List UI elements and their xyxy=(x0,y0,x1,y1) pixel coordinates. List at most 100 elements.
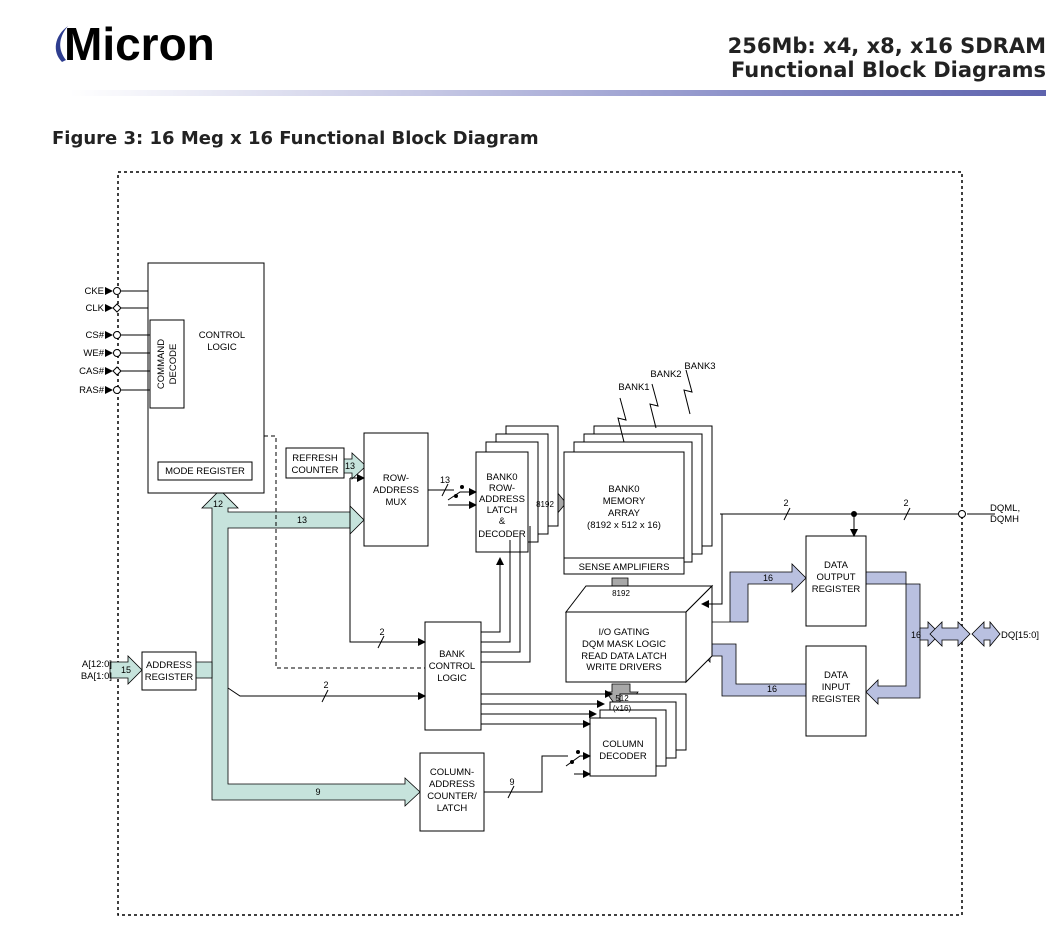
bus-width-in: 16 xyxy=(767,684,777,694)
figure-title: Figure 3: 16 Meg x 16 Functional Block D… xyxy=(52,128,539,149)
dqmh-pin-label: DQMH xyxy=(990,514,1019,525)
row-mux-label-2: ADDRESS xyxy=(373,485,419,496)
column-decoder-label-1: COLUMN xyxy=(602,739,643,750)
bus-width-dq: 16 xyxy=(911,630,921,640)
refresh-counter-label-1: REFRESH xyxy=(292,453,338,464)
memory-array-label-1: BANK0 xyxy=(608,484,639,495)
bus-width-dqm-a: 2 xyxy=(783,498,788,508)
io-gating-label-1: I/O GATING xyxy=(598,627,649,638)
memory-array-label-2: MEMORY xyxy=(603,496,646,507)
data-input-register-label-2: INPUT xyxy=(822,682,851,693)
sense-amplifiers-label: SENSE AMPLIFIERS xyxy=(579,562,670,573)
column-counter-label-1: COLUMN- xyxy=(430,767,474,778)
signal-lines xyxy=(105,287,995,799)
row-latch-label-6: DECODER xyxy=(478,529,526,540)
memory-array-stack xyxy=(563,425,713,575)
dq-pin-label: DQ[15:0] xyxy=(1001,630,1039,641)
cs-pin-label: CS# xyxy=(86,330,105,341)
memory-array-label-4: (8192 x 512 x 16) xyxy=(587,520,661,531)
bus-width-mux-out: 13 xyxy=(440,475,450,485)
data-input-register-label-1: DATA xyxy=(824,670,849,681)
bank3-label: BANK3 xyxy=(684,361,715,372)
column-decoder-label-2: DECODER xyxy=(599,751,647,762)
mode-register-label: MODE REGISTER xyxy=(165,466,245,477)
bus-width-row-out: 8192 xyxy=(536,500,554,509)
io-gating-label-4: WRITE DRIVERS xyxy=(586,662,661,673)
bank-address-pin-label: BA[1:0] xyxy=(81,671,112,682)
row-latch-label-2: ROW- xyxy=(489,483,515,494)
row-address-mux-block xyxy=(363,432,429,547)
command-decode-label-1: COMMAND xyxy=(156,339,167,389)
memory-array-label-3: ARRAY xyxy=(608,508,641,519)
data-output-register-label-3: REGISTER xyxy=(812,584,861,595)
junction-dots xyxy=(454,485,857,764)
row-latch-label-3: ADDRESS xyxy=(479,494,525,505)
address-register-label-2: REGISTER xyxy=(145,672,194,683)
bank0-memory-array-block xyxy=(563,451,685,559)
bus-width-col-sel: 512 xyxy=(615,694,629,703)
bank-control-label-3: LOGIC xyxy=(437,673,467,684)
document-title-line2: Functional Block Diagrams xyxy=(730,58,1046,82)
bus-width-addr-in: 15 xyxy=(121,665,131,675)
column-counter-label-3: COUNTER/ xyxy=(427,791,477,802)
ras-pin-label: RAS# xyxy=(79,385,105,396)
column-counter-label-2: ADDRESS xyxy=(429,779,475,790)
data-output-register-label-2: OUTPUT xyxy=(816,572,855,583)
column-counter-label-4: LATCH xyxy=(437,803,468,814)
data-input-register-block xyxy=(805,645,867,737)
row-mux-label-3: MUX xyxy=(385,497,407,508)
cas-pin-label: CAS# xyxy=(79,366,105,377)
bank-control-label-1: BANK xyxy=(439,649,466,660)
chip-boundary xyxy=(117,171,963,916)
bus-width-to-mode: 12 xyxy=(213,499,223,509)
pin-circles xyxy=(112,287,966,518)
data-input-register-label-3: REGISTER xyxy=(812,694,861,705)
refresh-counter-block xyxy=(285,447,345,479)
cke-pin-label: CKE xyxy=(84,286,104,297)
command-decode-block xyxy=(149,319,185,409)
control-logic-label-1: CONTROL xyxy=(199,330,245,341)
refresh-counter-label-2: COUNTER xyxy=(292,465,339,476)
bus-width-col-latch-out: 9 xyxy=(509,777,514,787)
logo-text: Micron xyxy=(64,18,215,70)
bus-width-dqm-b: 2 xyxy=(903,498,908,508)
io-gating-block xyxy=(564,584,714,684)
bus-width-col-addr: 9 xyxy=(315,787,320,797)
bus-width-refresh: 13 xyxy=(345,461,355,471)
io-gating-label-3: READ DATA LATCH xyxy=(581,651,667,662)
row-latch-stack xyxy=(475,425,559,553)
data-output-register-block xyxy=(805,535,867,627)
row-latch-label-1: BANK0 xyxy=(486,472,517,483)
bank-control-logic-block xyxy=(424,621,482,731)
bank0-row-latch-block xyxy=(475,451,529,553)
command-decode-label-2: DECODE xyxy=(168,344,179,385)
control-logic-label-2: LOGIC xyxy=(207,342,237,353)
column-decoder-stack xyxy=(589,693,687,777)
data-output-register-label-1: DATA xyxy=(824,560,849,571)
document-title-line1: 256Mb: x4, x8, x16 SDRAM xyxy=(727,34,1046,58)
bank2-label: BANK2 xyxy=(650,369,681,380)
clk-pin-label: CLK xyxy=(86,303,105,314)
mode-register-block xyxy=(157,461,253,481)
column-decoder-block xyxy=(589,717,657,777)
bank1-label: BANK1 xyxy=(618,382,649,393)
row-mux-label-1: ROW- xyxy=(383,473,409,484)
we-pin-label: WE# xyxy=(83,348,104,359)
dqml-pin-label: DQML, xyxy=(990,503,1020,514)
address-register-label-1: ADDRESS xyxy=(146,660,192,671)
bus-width-sense-out: 8192 xyxy=(612,589,630,598)
header-rule xyxy=(70,90,1046,96)
bus-width-to-mux: 13 xyxy=(297,515,307,525)
bus-width-col-sel-sub: (x16) xyxy=(613,704,632,713)
io-gating-label-2: DQM MASK LOGIC xyxy=(582,639,666,650)
row-latch-label-4: LATCH xyxy=(487,505,518,516)
bus-width-bank-addr: 2 xyxy=(323,680,328,690)
document-title: 256Mb: x4, x8, x16 SDRAM Functional Bloc… xyxy=(728,34,1046,82)
bank-control-label-2: CONTROL xyxy=(429,661,475,672)
bus-width-bank-ctl: 2 xyxy=(379,627,384,637)
row-latch-label-5: & xyxy=(499,516,506,527)
sense-amplifiers-block xyxy=(563,557,685,575)
address-pin-label: A[12:0] xyxy=(82,659,112,670)
micron-logo: Micron xyxy=(48,10,288,77)
